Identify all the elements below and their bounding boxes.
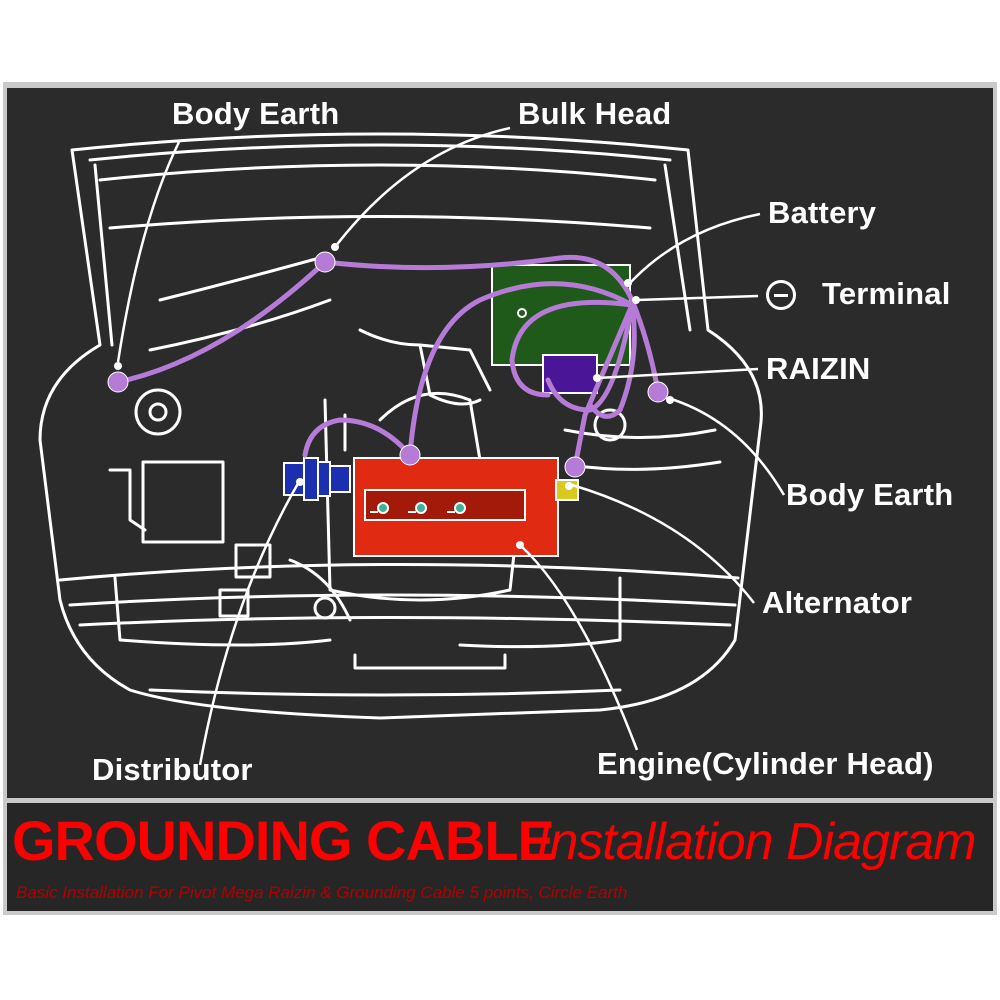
- label-distributor: Distributor: [92, 752, 253, 787]
- banner-caption: Basic Installation For Pivot Mega Raizin…: [16, 883, 628, 902]
- label-body-earth-right: Body Earth: [786, 477, 954, 512]
- car-outline: [38, 132, 763, 720]
- grounding-points: [107, 251, 669, 478]
- label-battery: Battery: [768, 195, 877, 230]
- grounding-cables: [115, 254, 661, 470]
- title-banner: [7, 803, 993, 911]
- label-bulk-head: Bulk Head: [518, 96, 672, 131]
- minus-circle-icon: [766, 280, 796, 310]
- label-engine: Engine(Cylinder Head): [597, 746, 934, 782]
- leader-dots: [114, 243, 674, 549]
- distributor-part: [283, 457, 351, 501]
- label-terminal: Terminal: [822, 276, 951, 311]
- label-engine-text: Engine: [597, 746, 702, 781]
- cylinder-head-cover: [364, 489, 526, 521]
- leader-lines: [116, 126, 786, 766]
- diagram-panel: [7, 88, 993, 798]
- banner-title-main: GROUNDING CABLE: [12, 809, 555, 872]
- battery-vent-left: [517, 308, 527, 318]
- label-body-earth-top: Body Earth: [172, 96, 340, 131]
- label-cylinder-head-text: (Cylinder Head): [701, 746, 934, 781]
- spark-plug-dots: [370, 502, 466, 514]
- raizin-module: [542, 354, 598, 394]
- label-raizin: RAIZIN: [766, 351, 871, 386]
- label-alternator: Alternator: [762, 585, 913, 620]
- banner-title-sub: Installation Diagram: [536, 813, 977, 871]
